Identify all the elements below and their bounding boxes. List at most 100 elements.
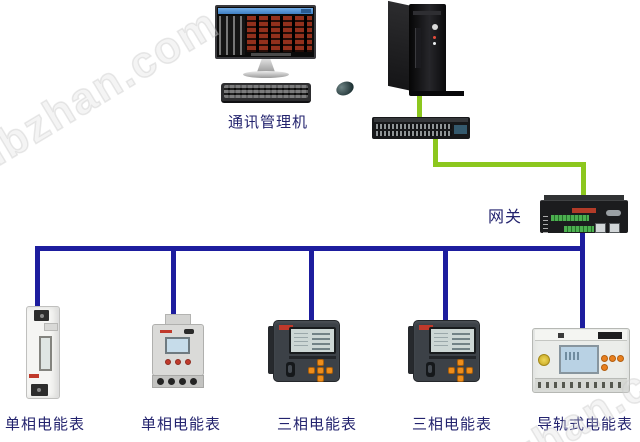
button-icon	[175, 359, 181, 365]
switch-brand-label	[454, 125, 467, 134]
switch-top-face	[374, 118, 468, 122]
meter-body	[413, 320, 480, 382]
enter-button-icon	[317, 367, 324, 374]
model-tag	[598, 332, 622, 339]
meter-body	[273, 320, 340, 382]
tower-front-panel	[409, 4, 464, 96]
left-button-icon	[448, 367, 455, 374]
up-button-icon	[317, 359, 324, 366]
bus-drop-meter1	[35, 246, 40, 310]
label-meter-2: 单相电能表	[140, 416, 221, 433]
watermark-top-left: hbzhan.com	[0, 0, 228, 184]
toggle-switch	[286, 362, 295, 377]
enter-button-icon	[457, 367, 464, 374]
cable-into-gateway	[581, 162, 586, 198]
single-phase-meter-1	[20, 306, 66, 399]
terminal-screw	[40, 314, 44, 318]
software-sidebar-graphics	[219, 16, 245, 55]
brand-mark	[29, 374, 39, 378]
hdd-led	[433, 36, 436, 39]
right-button-icon	[326, 367, 333, 374]
keyboard-keys	[224, 85, 308, 98]
terminal-screw	[157, 378, 164, 385]
three-phase-meter-2	[408, 320, 480, 382]
lcd-display	[289, 327, 336, 354]
switch-port-row-bottom	[376, 131, 452, 136]
label-gateway: 网关	[487, 209, 522, 226]
software-status-bar	[251, 53, 291, 56]
label-meter-1: 单相电能表	[4, 416, 85, 433]
lcd-display	[559, 345, 599, 374]
optical-drive-slot	[413, 11, 441, 15]
nav-button-cluster	[448, 359, 474, 382]
gateway-device	[540, 195, 628, 233]
gateway-brand-label	[572, 208, 596, 213]
indicator-window	[558, 333, 564, 338]
label-meter-4: 三相电能表	[411, 416, 492, 433]
power-button-icon	[432, 24, 438, 30]
bus-gateway-to-meter5	[580, 228, 585, 330]
mounting-bracket	[268, 326, 276, 374]
right-button-icon	[466, 367, 473, 374]
din-clip	[44, 323, 58, 331]
gateway-top-face	[544, 195, 624, 203]
gateway-led-markings	[543, 215, 548, 233]
indicator-window	[184, 329, 194, 334]
button-icon	[185, 359, 191, 365]
left-button-icon	[308, 367, 315, 374]
software-data-grid	[247, 16, 312, 52]
button-icon	[165, 359, 171, 365]
up-button-icon	[457, 359, 464, 366]
bus-drop-meter2	[171, 246, 176, 316]
ethernet-port-1	[595, 223, 606, 233]
mouse-icon	[334, 78, 356, 99]
power-led	[433, 42, 436, 45]
down-button-icon	[457, 375, 464, 382]
down-button-icon	[317, 375, 324, 382]
monitor-base	[243, 71, 289, 78]
network-switch	[372, 117, 470, 139]
desktop-monitor	[215, 5, 316, 59]
ethernet-port-2	[609, 223, 620, 233]
terminal-screw	[601, 355, 608, 362]
drive-bay	[415, 28, 421, 68]
terminal-screw	[617, 355, 624, 362]
cable-tower-to-switch	[417, 93, 422, 119]
lcd-display	[165, 337, 190, 354]
pc-tower	[388, 0, 464, 96]
brand-mark	[419, 325, 433, 330]
keyboard	[221, 83, 311, 103]
top-strip	[535, 330, 627, 341]
brand-mark	[160, 330, 172, 333]
serial-port-icon	[606, 210, 621, 216]
single-phase-meter-2	[150, 314, 206, 388]
panel-strip	[429, 356, 476, 359]
bus-drop-meter4	[443, 246, 448, 323]
panel-strip	[289, 356, 336, 359]
label-meter-5: 导轨式电能表	[536, 416, 633, 433]
terminal-screw	[601, 364, 608, 371]
terminal-screw	[190, 378, 197, 385]
cable-switch-down	[433, 135, 438, 167]
nav-button-cluster	[308, 359, 334, 382]
lcd-display	[39, 336, 52, 371]
toggle-switch	[426, 362, 435, 377]
label-management-machine: 通讯管理机	[227, 114, 308, 131]
switch-port-row-top	[376, 124, 452, 129]
cable-horizontal-to-gateway	[433, 162, 586, 167]
monitor-stand	[257, 59, 275, 72]
label-meter-3: 三相电能表	[276, 416, 357, 433]
software-titlebar	[218, 8, 313, 14]
mounting-bracket	[408, 326, 416, 374]
bottom-terminal-strip	[535, 378, 627, 390]
terminal-screw	[179, 378, 186, 385]
tower-base	[411, 91, 464, 96]
terminal-screw	[168, 378, 175, 385]
gateway-body	[540, 200, 628, 233]
gateway-terminal-block-top	[551, 215, 589, 221]
three-phase-meter-1	[268, 320, 340, 382]
gateway-terminal-block-bottom	[564, 226, 594, 232]
din-rail-meter	[532, 326, 630, 393]
round-sticker	[538, 354, 550, 366]
